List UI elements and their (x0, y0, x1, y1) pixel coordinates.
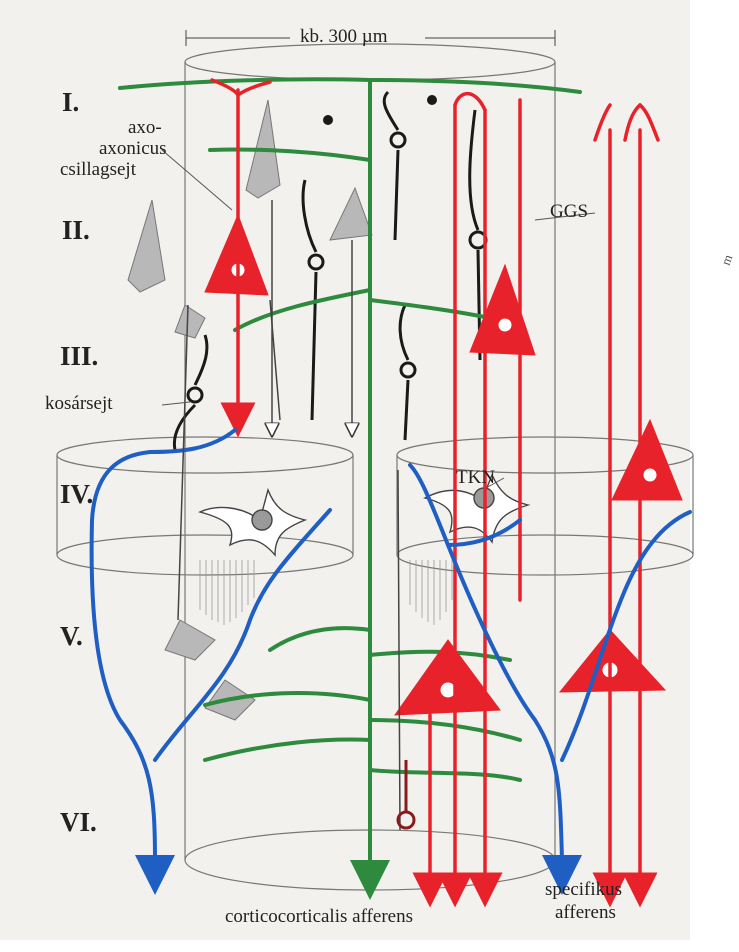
tkn-label: TKN (456, 468, 495, 488)
layer-label-i: I. (62, 88, 79, 116)
layer-v-hatching (200, 560, 452, 625)
layer-label-iii: III. (60, 342, 98, 370)
basket-cell-label: kosársejt (45, 394, 113, 414)
axoaxonic-label-line2: axonicus (99, 139, 167, 159)
layer-label-iv: IV. (60, 480, 93, 508)
axoaxonic-label-line3: csillagsejt (60, 160, 136, 180)
layer-label-ii: II. (62, 216, 90, 244)
scale-label: kb. 300 µm (300, 27, 387, 47)
specific-afferent-label-line2: afferens (555, 903, 616, 923)
axoaxonic-label-line1: axo- (128, 118, 162, 138)
layer-label-vi: VI. (60, 808, 97, 836)
corticocortical-label: corticocorticalis afferens (225, 907, 413, 927)
specific-afferent-label-line1: specifikus (545, 880, 622, 900)
layer-label-v: V. (60, 622, 83, 650)
top-stellate-cells (323, 95, 437, 125)
cortical-column-outline (57, 44, 693, 890)
red-axons (212, 80, 658, 890)
ggs-label: GGS (550, 202, 588, 222)
